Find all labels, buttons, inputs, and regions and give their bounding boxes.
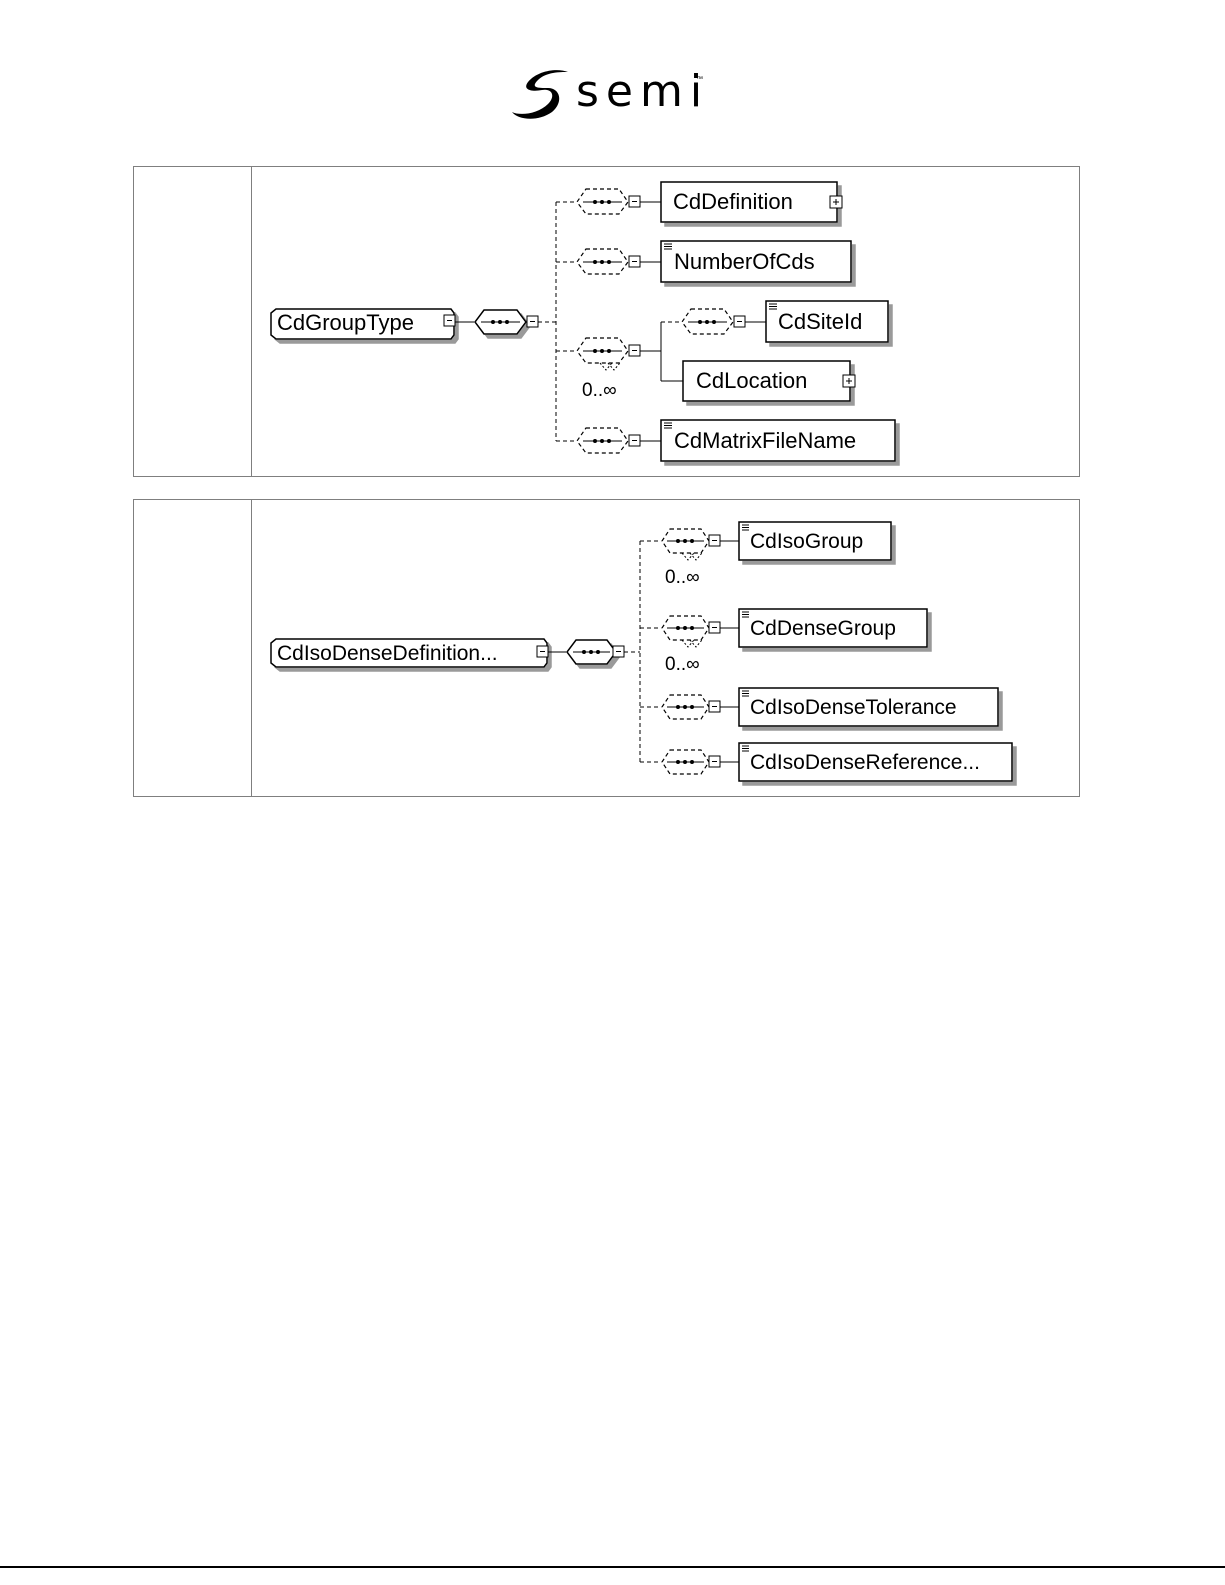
cdgrouptype-diagram: CdGroupType CdDefinition	[134, 167, 1079, 476]
element-cdmatrixfilename[interactable]: CdMatrixFileName	[661, 420, 895, 461]
element-cddensegroup[interactable]: CdDenseGroup	[739, 609, 927, 647]
optional-sequence-icon[interactable]	[682, 309, 733, 334]
cardinality-label: 0..∞	[582, 380, 617, 401]
optional-sequence-icon[interactable]	[577, 189, 628, 214]
repeating-sequence-icon[interactable]	[577, 338, 628, 370]
element-label: CdMatrixFileName	[674, 428, 856, 453]
root-type-label: CdGroupType	[277, 310, 414, 335]
element-cdsiteid[interactable]: CdSiteId	[766, 301, 888, 342]
semi-logo: semi ™	[508, 66, 708, 124]
optional-sequence-icon[interactable]	[577, 428, 628, 453]
cardinality-label: 0..∞	[665, 654, 700, 675]
element-label: CdIsoDenseReference...	[750, 751, 980, 774]
cardinality-label: 0..∞	[665, 567, 700, 588]
element-cdisodensereference[interactable]: CdIsoDenseReference...	[739, 743, 1012, 781]
element-cddefinition[interactable]: CdDefinition	[661, 182, 837, 222]
logo-wordmark: semi	[576, 68, 709, 116]
optional-sequence-icon[interactable]	[662, 750, 709, 774]
complex-type-root[interactable]: CdIsoDenseDefinition...	[271, 639, 547, 667]
sequence-compositor-icon[interactable]	[567, 640, 616, 664]
complex-type-root[interactable]: CdGroupType	[271, 309, 454, 339]
schema-table-cdgrouptype: CdGroupType CdDefinition	[133, 166, 1080, 477]
logo-trademark: ™	[696, 76, 703, 83]
semi-swoosh-icon	[508, 66, 578, 124]
cdisodensedefinition-diagram: CdIsoDenseDefinition... 0..∞	[134, 500, 1079, 796]
repeating-sequence-icon[interactable]	[662, 529, 709, 560]
page-bottom-rule	[0, 1566, 1225, 1568]
element-label: CdLocation	[696, 368, 807, 393]
element-numberofcds[interactable]: NumberOfCds	[661, 241, 851, 282]
optional-sequence-icon[interactable]	[662, 695, 709, 719]
element-cdlocation[interactable]: CdLocation	[683, 361, 850, 401]
element-label: NumberOfCds	[674, 249, 815, 274]
element-label: CdSiteId	[778, 309, 862, 334]
element-label: CdIsoGroup	[750, 530, 863, 553]
optional-sequence-icon[interactable]	[577, 249, 628, 274]
repeating-sequence-icon[interactable]	[662, 616, 709, 647]
element-label: CdDenseGroup	[750, 617, 896, 640]
root-type-label: CdIsoDenseDefinition...	[277, 642, 498, 665]
schema-table-cdisodensedefinition: CdIsoDenseDefinition... 0..∞	[133, 499, 1080, 797]
element-cdisogroup[interactable]: CdIsoGroup	[739, 522, 891, 560]
sequence-compositor-icon[interactable]	[475, 310, 526, 334]
element-label: CdIsoDenseTolerance	[750, 696, 957, 719]
element-label: CdDefinition	[673, 189, 793, 214]
element-cdisodensetolerance[interactable]: CdIsoDenseTolerance	[739, 688, 998, 726]
